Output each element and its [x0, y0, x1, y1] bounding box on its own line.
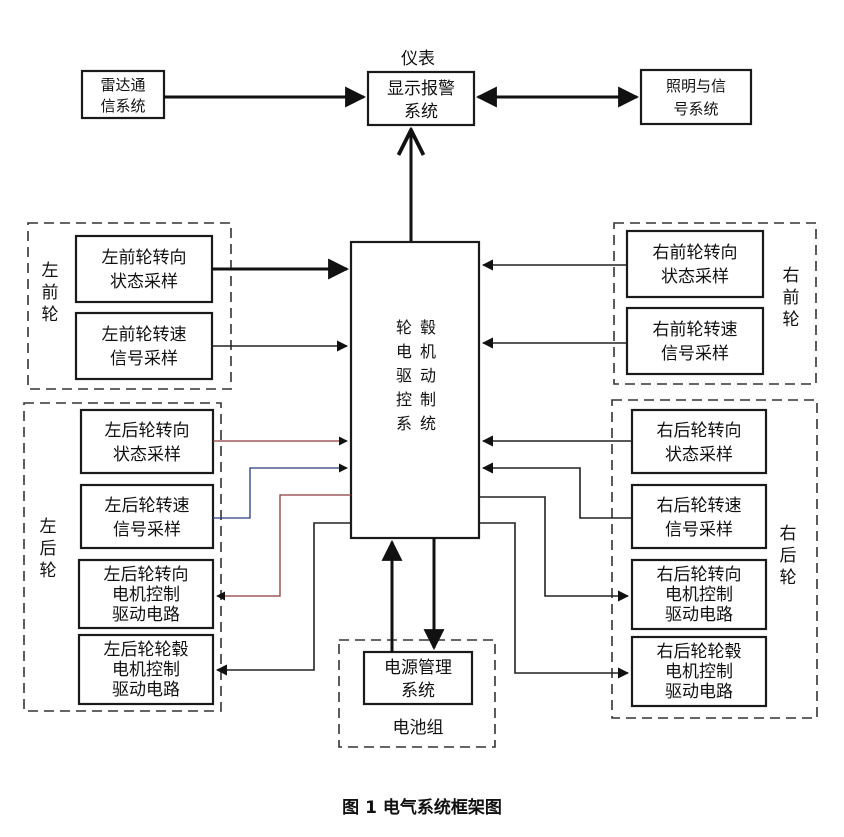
svg-text:右后轮转速: 右后轮转速	[657, 496, 742, 516]
right-rear-speed-arrow	[481, 462, 632, 519]
svg-text:电机控制: 电机控制	[112, 585, 180, 605]
lighting-line1: 照明与信	[666, 77, 726, 95]
right-rear-group	[611, 399, 818, 719]
left-rear-hub-drive-arrow	[215, 522, 351, 676]
svg-text:左前轮转向: 左前轮转向	[102, 248, 187, 268]
left-front-speed-sampling-node: 左前轮转速 信号采样	[74, 311, 214, 381]
right-rear-steer-motor-drive-node: 右后轮转向 电机控制 驱动电路	[630, 558, 768, 631]
instrument-label: 仪表	[401, 49, 435, 69]
svg-text:左前轮转速: 左前轮转速	[102, 325, 187, 345]
right-rear-steer-drive-arrow	[479, 496, 630, 602]
radar-comm-system-node: 雷达通 信系统	[80, 69, 166, 120]
svg-text:右: 右	[783, 266, 800, 286]
center-line5: 系统	[396, 414, 444, 433]
svg-text:左: 左	[42, 261, 59, 281]
display-alarm-system-node: 显示报警 系统	[366, 70, 476, 127]
svg-text:后: 后	[780, 546, 797, 566]
center-line4: 控制	[396, 390, 444, 409]
svg-text:电机控制: 电机控制	[665, 585, 733, 605]
svg-text:轮: 轮	[783, 310, 800, 330]
svg-text:电机控制: 电机控制	[112, 660, 180, 680]
right-rear-group-label: 右 后 轮	[780, 524, 797, 588]
svg-text:状态采样: 状态采样	[110, 272, 178, 292]
left-rear-steer-motor-drive-node: 左后轮转向 电机控制 驱动电路	[77, 558, 215, 630]
battery-group-label: 电池组	[393, 718, 444, 738]
left-front-group	[27, 222, 232, 390]
left-front-steer-sampling-node: 左前轮转向 状态采样	[74, 234, 214, 304]
left-rear-steer-drive-arrow	[216, 494, 351, 601]
right-rear-hub-drive-arrow	[479, 522, 630, 679]
right-rear-steer-sampling-node: 右后轮转向 状态采样	[630, 408, 768, 475]
svg-text:右后轮轮毂: 右后轮轮毂	[657, 642, 742, 662]
battery-group	[338, 639, 496, 748]
center-line1: 轮毂	[396, 318, 444, 337]
right-front-group-label: 右 前 轮	[783, 266, 800, 330]
svg-text:信号采样: 信号采样	[113, 520, 181, 540]
power-management-system-node: 电源管理 系统	[362, 650, 474, 706]
svg-text:驱动电路: 驱动电路	[112, 605, 180, 625]
svg-text:右前轮转向: 右前轮转向	[653, 243, 738, 263]
svg-text:电源管理: 电源管理	[384, 658, 452, 678]
svg-text:信号采样: 信号采样	[665, 520, 733, 540]
svg-text:驱动电路: 驱动电路	[112, 680, 180, 700]
right-rear-hub-motor-drive-node: 右后轮轮毂 电机控制 驱动电路	[630, 635, 768, 708]
svg-text:轮: 轮	[780, 568, 797, 588]
svg-text:左后轮轮毂: 左后轮轮毂	[104, 640, 189, 660]
radar-line2: 信系统	[100, 97, 145, 115]
lighting-line2: 号系统	[673, 100, 718, 118]
svg-text:状态采样: 状态采样	[665, 445, 733, 465]
right-front-speed-sampling-node: 右前轮转速 信号采样	[625, 306, 765, 376]
svg-text:状态采样: 状态采样	[113, 445, 181, 465]
svg-text:轮: 轮	[40, 561, 57, 581]
left-front-group-label: 左 前 轮	[42, 261, 59, 325]
center-line2: 电机	[396, 342, 444, 361]
svg-text:后: 后	[40, 539, 57, 559]
svg-text:驱动电路: 驱动电路	[665, 605, 733, 625]
svg-text:驱动电路: 驱动电路	[665, 682, 733, 702]
left-rear-speed-arrow	[213, 463, 348, 519]
svg-text:右后轮转向: 右后轮转向	[657, 421, 742, 441]
display-line1: 显示报警	[387, 79, 455, 99]
left-rear-group	[23, 402, 222, 712]
svg-text:右后轮转向: 右后轮转向	[657, 565, 742, 585]
hub-motor-control-system-node: 轮毂 电机 驱动 控制 系统	[349, 240, 481, 540]
svg-text:信号采样: 信号采样	[661, 344, 729, 364]
svg-text:右前轮转速: 右前轮转速	[653, 320, 738, 340]
svg-text:前: 前	[783, 288, 800, 308]
svg-text:左后轮转速: 左后轮转速	[105, 496, 190, 516]
left-rear-steer-sampling-node: 左后轮转向 状态采样	[79, 408, 215, 475]
svg-text:状态采样: 状态采样	[661, 267, 729, 287]
right-rear-speed-sampling-node: 右后轮转速 信号采样	[630, 483, 768, 550]
lighting-signal-system-node: 照明与信 号系统	[639, 68, 753, 126]
center-line3: 驱动	[396, 366, 444, 385]
svg-text:电机控制: 电机控制	[665, 662, 733, 682]
svg-text:左后轮转向: 左后轮转向	[104, 565, 189, 585]
svg-text:信号采样: 信号采样	[110, 349, 178, 369]
left-rear-speed-sampling-node: 左后轮转速 信号采样	[79, 483, 215, 550]
right-front-group	[613, 222, 817, 385]
svg-text:左后轮转向: 左后轮转向	[105, 421, 190, 441]
svg-text:系统: 系统	[401, 681, 435, 701]
left-rear-hub-motor-drive-node: 左后轮轮毂 电机控制 驱动电路	[77, 633, 215, 706]
right-front-steer-sampling-node: 右前轮转向 状态采样	[625, 229, 765, 299]
svg-text:左: 左	[40, 517, 57, 537]
left-rear-group-label: 左 后 轮	[40, 517, 57, 581]
radar-line1: 雷达通	[100, 76, 145, 94]
svg-text:轮: 轮	[42, 305, 59, 325]
svg-text:右: 右	[780, 524, 797, 544]
svg-text:前: 前	[42, 283, 59, 303]
figure-caption: 图 1 电气系统框架图	[342, 797, 502, 818]
display-line2: 系统	[404, 102, 438, 122]
